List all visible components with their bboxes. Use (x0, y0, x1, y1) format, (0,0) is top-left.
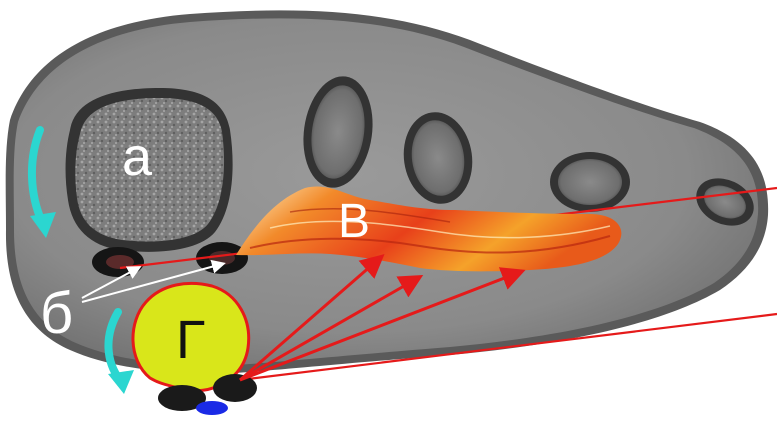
dark-structure-2 (213, 374, 257, 402)
label-b: б (40, 281, 73, 346)
label-a: а (122, 127, 153, 187)
label-v: В (338, 195, 370, 248)
nerve-blue (196, 401, 228, 415)
label-g: Г (176, 310, 205, 370)
